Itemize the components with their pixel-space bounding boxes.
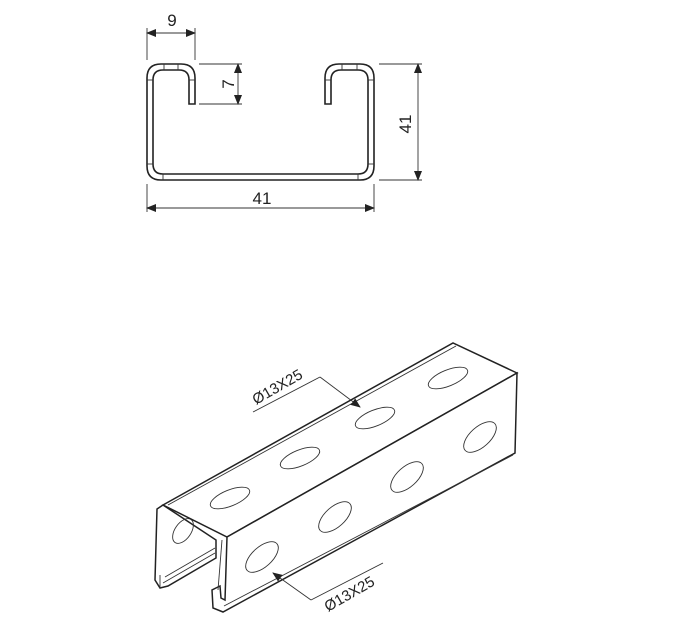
slot xyxy=(390,461,424,493)
slot xyxy=(318,501,352,533)
top-slot-label: Ø13X25 xyxy=(250,366,306,408)
channel-isometric: Ø13X25 Ø13X25 xyxy=(154,342,519,615)
left-face xyxy=(154,504,217,589)
dim-label-height: 41 xyxy=(396,115,415,134)
dim-label-7: 7 xyxy=(219,79,238,88)
profile-bend-lines xyxy=(147,64,374,180)
side-slot-label: Ø13X25 xyxy=(322,573,378,615)
dimension-lip-depth: 7 xyxy=(199,63,242,105)
dimension-lip-width: 9 xyxy=(146,11,196,60)
slot xyxy=(354,406,396,430)
front-face xyxy=(211,371,518,613)
front-face-slots xyxy=(245,421,497,573)
dim-label-9: 9 xyxy=(167,11,176,30)
dimension-height: 41 xyxy=(379,63,422,181)
slot xyxy=(209,486,251,510)
slot xyxy=(245,541,279,573)
slot xyxy=(463,421,497,453)
slot xyxy=(279,446,321,470)
slot xyxy=(427,366,469,390)
dimension-width: 41 xyxy=(146,184,375,212)
top-face-slots xyxy=(209,366,469,510)
channel-profile: 9 7 41 41 xyxy=(146,11,422,212)
profile-outer-outline xyxy=(146,63,375,181)
dim-label-width: 41 xyxy=(253,189,272,208)
